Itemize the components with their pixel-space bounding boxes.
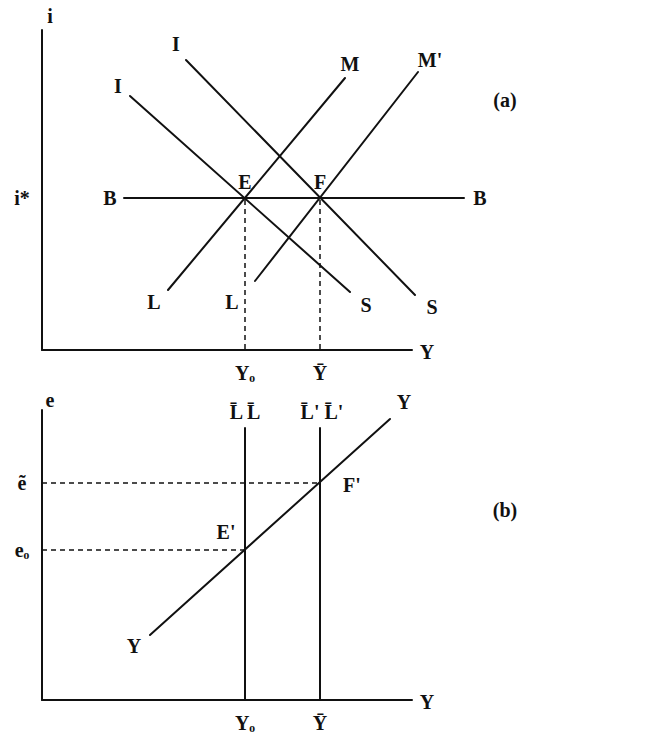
point-label: E <box>238 172 251 192</box>
axis-label: e <box>46 390 55 410</box>
curve-label: B <box>103 188 116 208</box>
ll-line <box>244 428 246 700</box>
curve-label: M' <box>418 50 442 70</box>
panel-label: (b) <box>493 500 517 520</box>
curve-label: Y <box>397 392 411 412</box>
line-label: L̄ L̄ <box>230 402 261 422</box>
dashed-guide <box>42 549 245 551</box>
y-axis <box>41 30 43 350</box>
curve-label: S <box>360 295 371 315</box>
axis-value: i* <box>14 188 30 208</box>
lm-curve <box>168 78 345 290</box>
dashed-guide <box>42 482 320 484</box>
dashed-guide <box>244 200 246 350</box>
y-axis <box>41 410 43 700</box>
line-label: L̄' L̄' <box>301 402 344 422</box>
curve-label: B <box>473 188 486 208</box>
point-label: F' <box>343 475 361 495</box>
axis-label: Y <box>420 692 434 712</box>
curve-label: Y <box>127 636 141 656</box>
curve-label: L <box>225 292 238 312</box>
axis-value: Ȳ <box>313 363 327 383</box>
curve-label: M <box>341 54 360 74</box>
is-curve <box>186 60 415 295</box>
axis-value: Yₒ <box>235 363 255 383</box>
lm-curve <box>255 72 418 281</box>
yy-curve <box>150 419 390 635</box>
curve-label: I <box>114 76 122 96</box>
curve-label: L <box>147 292 160 312</box>
axis-value: ẽ <box>18 473 27 493</box>
axis-value: eₒ <box>15 540 30 560</box>
curve-label: S <box>426 297 437 317</box>
point-label: E' <box>217 522 236 542</box>
axis-label: i <box>47 6 53 26</box>
x-axis <box>42 349 412 351</box>
axis-value: Yₒ <box>235 713 255 733</box>
bp-curve <box>124 197 464 199</box>
point-label: F <box>314 172 326 192</box>
ll-line <box>319 428 321 700</box>
axis-label: Y <box>420 342 434 362</box>
dashed-guide <box>319 200 321 350</box>
panel-label: (a) <box>493 90 516 110</box>
curve-label: I <box>172 34 180 54</box>
x-axis <box>42 699 412 701</box>
axis-value: Ȳ <box>313 713 327 733</box>
